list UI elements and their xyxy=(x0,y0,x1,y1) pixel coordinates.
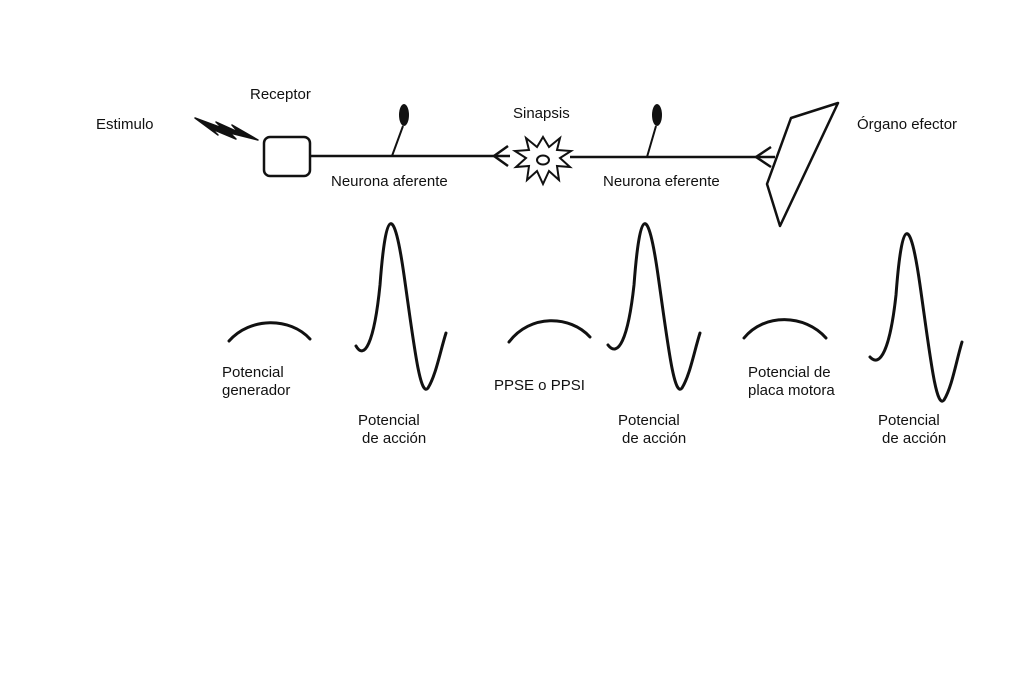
generator-potential-label: Potencial generador xyxy=(222,364,291,399)
receptor-label: Receptor xyxy=(250,86,311,103)
action-potential-wave-3 xyxy=(868,232,964,403)
effector-organ-shape xyxy=(765,101,840,228)
psp-wave xyxy=(507,319,592,344)
afferent-soma xyxy=(399,104,409,126)
action-potential-wave-2 xyxy=(606,222,702,391)
synapse-label: Sinapsis xyxy=(513,105,570,122)
action-potential-label-3: Potencial de acción xyxy=(878,412,947,447)
efferent-soma xyxy=(652,104,662,126)
efferent-neuron-label: Neurona eferente xyxy=(603,173,720,190)
effector-organ-label: Órgano efector xyxy=(857,116,958,133)
synapse-center xyxy=(536,154,550,166)
psp-label: PPSE o PPSI xyxy=(494,377,585,394)
action-potential-label-2: Potencial de acción xyxy=(618,412,687,447)
action-potential-wave-1 xyxy=(354,222,448,391)
endplate-potential-label: Potencial de placa motora xyxy=(748,364,835,399)
afferent-neuron-label: Neurona aferente xyxy=(331,173,448,190)
endplate-potential-wave xyxy=(742,318,828,340)
afferent-terminal xyxy=(491,144,509,168)
generator-potential-wave xyxy=(227,321,312,343)
efferent-soma-stalk xyxy=(646,125,657,158)
afferent-soma-stalk xyxy=(391,125,404,157)
efferent-terminal xyxy=(753,145,772,169)
action-potential-label-1: Potencial de acción xyxy=(358,412,427,447)
stimulus-label: Estimulo xyxy=(96,116,154,133)
receptor-box xyxy=(262,135,312,178)
stimulus-bolt-icon xyxy=(194,117,259,141)
